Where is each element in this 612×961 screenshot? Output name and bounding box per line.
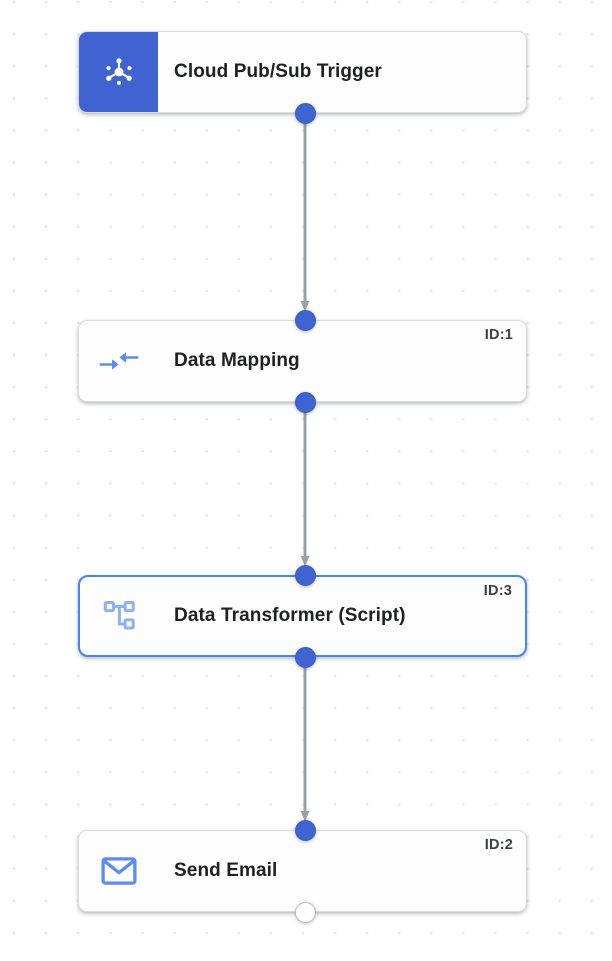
node-data-transformer-script[interactable]: Data Transformer (Script) ID:3 <box>78 575 527 657</box>
pubsub-hub-icon <box>79 32 158 112</box>
merge-arrows-icon <box>79 321 158 401</box>
port-output-cloud-pubsub-trigger[interactable] <box>294 102 316 124</box>
node-id-badge: ID:2 <box>484 837 513 853</box>
port-output-data-transformer-script[interactable] <box>294 646 316 668</box>
node-cloud-pubsub-trigger[interactable]: Cloud Pub/Sub Trigger <box>78 31 527 113</box>
node-title: Data Transformer (Script) <box>174 605 406 626</box>
node-title: Cloud Pub/Sub Trigger <box>174 61 382 82</box>
port-input-data-transformer-script[interactable] <box>294 564 316 586</box>
node-title: Data Mapping <box>174 350 300 371</box>
node-id-badge: ID:1 <box>484 327 513 343</box>
node-title: Send Email <box>174 860 278 881</box>
node-id-badge: ID:3 <box>483 583 512 599</box>
port-input-send-email[interactable] <box>294 819 316 841</box>
port-output-data-mapping[interactable] <box>294 391 316 413</box>
node-tree-icon <box>80 577 159 655</box>
node-send-email[interactable]: Send Email ID:2 <box>78 830 527 912</box>
port-output-send-email[interactable] <box>294 901 316 923</box>
node-data-mapping[interactable]: Data Mapping ID:1 <box>78 320 527 402</box>
envelope-icon <box>79 831 158 911</box>
port-input-data-mapping[interactable] <box>294 309 316 331</box>
